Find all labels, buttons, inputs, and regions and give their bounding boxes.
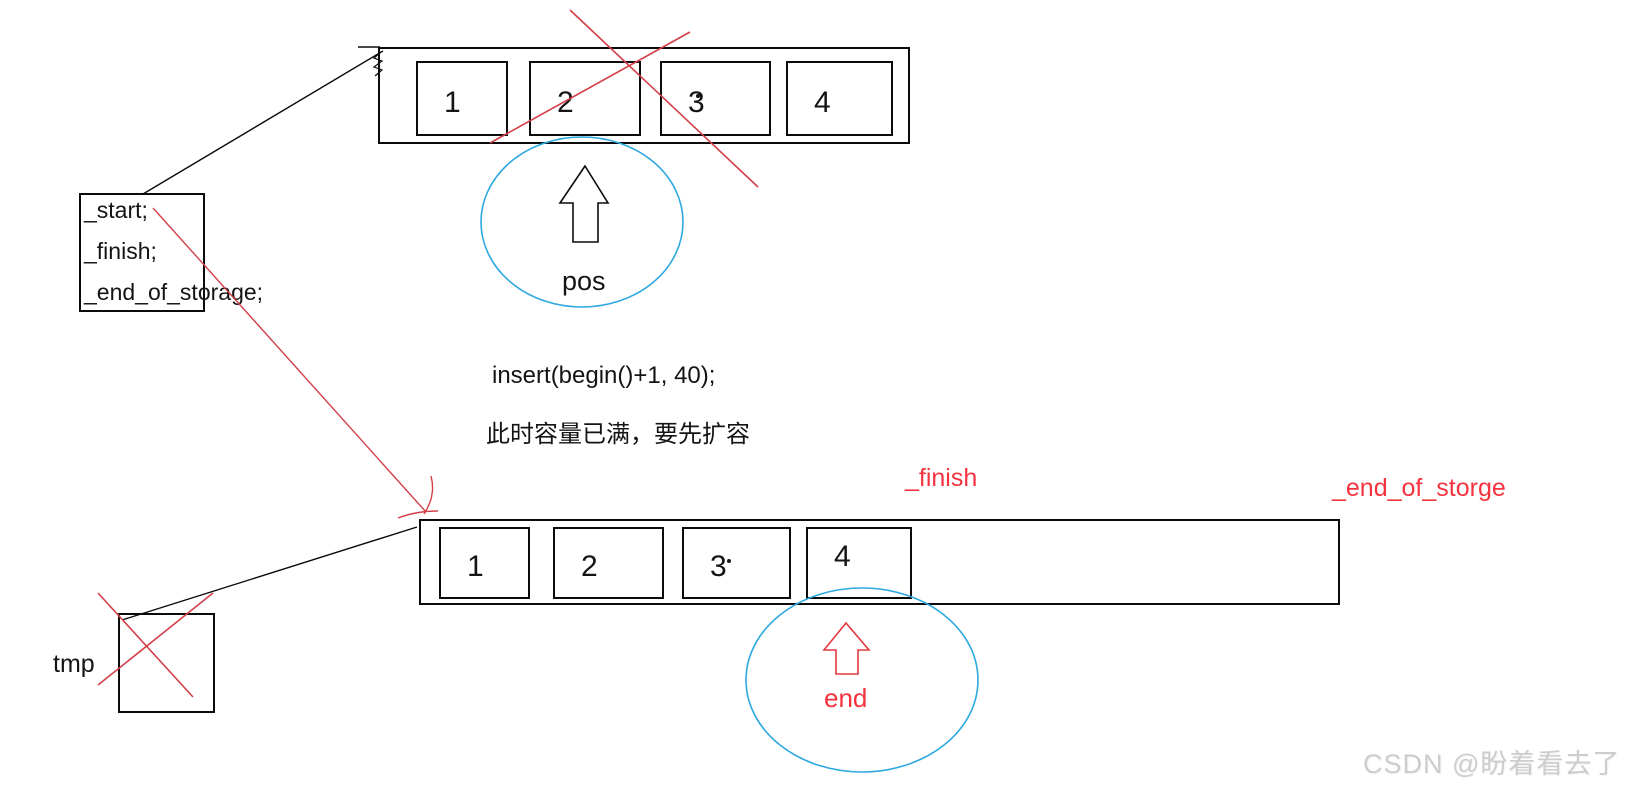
cell-value: 2 (557, 85, 574, 119)
bottom-array-cell-2: 2 (553, 527, 664, 599)
end-label: end (824, 683, 868, 713)
cell-value: 4 (814, 85, 831, 119)
top-array-cell-3: 3 (660, 61, 771, 136)
csdn-watermark: CSDN @盼着看去了 (1363, 749, 1621, 779)
stray-dot (727, 559, 731, 563)
top-array-cell-4: 4 (786, 61, 893, 136)
end-of-storge-label: _end_of_storge (1332, 474, 1506, 502)
top-array-cell-1: 1 (416, 61, 508, 136)
end-up-arrow-icon (822, 621, 871, 675)
start-to-old-array-arrow (142, 46, 384, 195)
cell-value: 1 (444, 85, 461, 119)
cell-value: 2 (581, 550, 598, 583)
insert-call-text: insert(begin()+1, 40); (492, 362, 716, 389)
finish-label: _finish (905, 464, 978, 492)
tmp-to-new-array-line (121, 526, 418, 621)
pos-label: pos (562, 266, 606, 296)
cell-value: 1 (467, 550, 484, 583)
bottom-array-cell-1: 1 (439, 527, 530, 599)
capacity-note-text: 此时容量已满，要先扩容 (486, 421, 750, 448)
pos-up-arrow-icon (558, 164, 610, 243)
top-array-cell-2: 2 (529, 61, 641, 136)
cell-value: 4 (834, 540, 851, 573)
bottom-array-cell-3: 3 (682, 527, 791, 599)
cell-value: 3 (710, 550, 727, 583)
bottom-array-cell-4: 4 (806, 527, 912, 599)
cell-value: 3 (688, 85, 705, 119)
end-circle (745, 587, 979, 773)
stray-dot (696, 94, 700, 98)
pointer-line-end-of-storage: _end_of_storage; (84, 279, 264, 305)
pointer-line-start: _start; (84, 197, 148, 223)
tmp-label: tmp (53, 650, 95, 678)
tmp-box (118, 613, 215, 713)
pointer-line-finish: _finish; (84, 238, 157, 264)
